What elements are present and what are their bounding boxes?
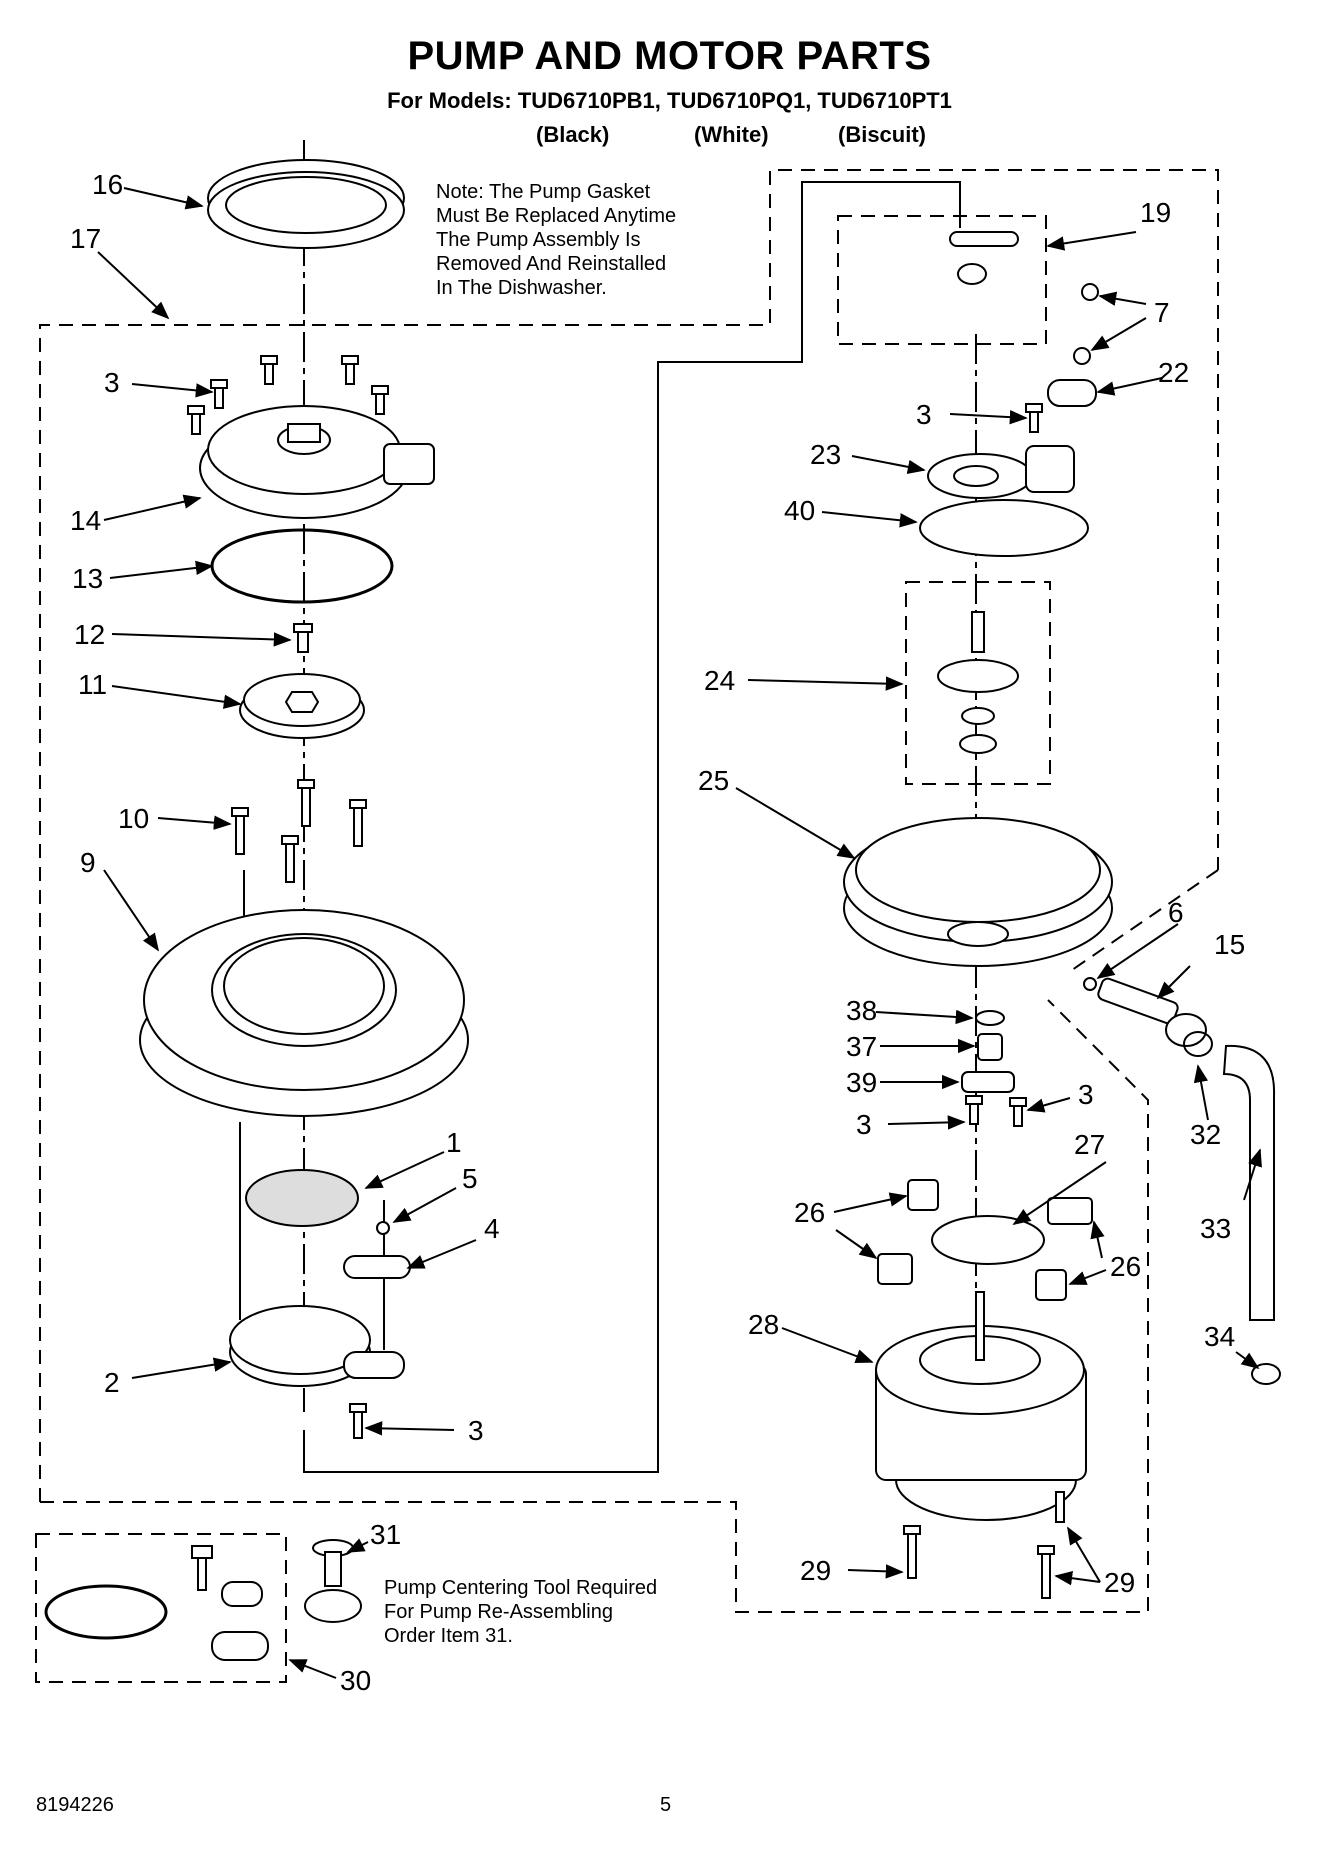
part-24-shaft-assembly xyxy=(937,611,1019,754)
color-biscuit: (Biscuit) xyxy=(838,122,926,147)
color-white: (White) xyxy=(694,122,769,147)
part-11-impeller xyxy=(239,673,365,739)
parts-kit-30 xyxy=(44,1539,362,1661)
callout-3-lower-left: 3 xyxy=(856,1109,872,1140)
callout-25: 25 xyxy=(698,765,729,796)
models-subtitle: For Models: TUD6710PB1, TUD6710PQ1, TUD6… xyxy=(387,88,952,113)
callout-28: 28 xyxy=(748,1309,779,1340)
part-9-pump-base xyxy=(139,909,469,1117)
part-2-housing-ring xyxy=(229,1305,405,1387)
callout-3-right: 3 xyxy=(916,399,932,430)
part-6-o-ring xyxy=(1083,977,1097,991)
callout-15: 15 xyxy=(1214,929,1245,960)
callout-26-right: 26 xyxy=(1110,1251,1141,1282)
part-4-seal xyxy=(343,1255,411,1279)
part-26-clips xyxy=(877,1179,1093,1301)
callout-2: 2 xyxy=(104,1367,120,1398)
part-33-hose xyxy=(1222,1044,1276,1321)
part-14-pump-housing xyxy=(199,405,435,519)
page-number: 5 xyxy=(660,1794,672,1816)
callout-14: 14 xyxy=(70,505,101,536)
callout-10: 10 xyxy=(118,803,149,834)
color-black: (Black) xyxy=(536,122,610,147)
callout-3-top: 3 xyxy=(104,367,120,398)
callout-34: 34 xyxy=(1204,1321,1235,1352)
callout-3-bottom: 3 xyxy=(468,1415,484,1446)
callout-5: 5 xyxy=(462,1163,478,1194)
part-31-centering-tool xyxy=(304,1539,362,1623)
callout-37: 37 xyxy=(846,1031,877,1062)
callout-39: 39 xyxy=(846,1067,877,1098)
centering-tool-note: Pump Centering Tool Required For Pump Re… xyxy=(384,1577,658,1647)
callout-17: 17 xyxy=(70,223,101,254)
callout-31: 31 xyxy=(370,1519,401,1550)
part-12-bolt xyxy=(293,623,313,653)
callout-29-left: 29 xyxy=(800,1555,831,1586)
part-3-screw-bottom xyxy=(349,1403,367,1439)
callout-33: 33 xyxy=(1200,1213,1231,1244)
part-16-gasket xyxy=(207,159,405,249)
callout-23: 23 xyxy=(810,439,841,470)
part-1-filter xyxy=(245,1169,359,1227)
callout-27: 27 xyxy=(1074,1129,1105,1160)
callout-32: 32 xyxy=(1190,1119,1221,1150)
part-19-spring xyxy=(949,231,1019,285)
callout-9: 9 xyxy=(80,847,96,878)
part-37-bushing xyxy=(977,1033,1003,1061)
document-number: 8194226 xyxy=(36,1794,114,1816)
callout-29-right: 29 xyxy=(1104,1567,1135,1598)
callout-4: 4 xyxy=(484,1213,500,1244)
callout-19: 19 xyxy=(1140,197,1171,228)
callout-26-left: 26 xyxy=(794,1197,825,1228)
part-3-screws-lower xyxy=(965,1095,1027,1127)
part-22-seal xyxy=(1047,379,1097,407)
callout-38: 38 xyxy=(846,995,877,1026)
page-title: PUMP AND MOTOR PARTS xyxy=(407,34,932,78)
part-27-plate xyxy=(931,1215,1045,1265)
part-7-ball-a xyxy=(1081,283,1099,301)
part-15-connector xyxy=(1097,977,1207,1047)
part-25-pump-body xyxy=(843,817,1113,967)
callout-7: 7 xyxy=(1154,297,1170,328)
pump-assembly-boundary xyxy=(39,169,1219,1502)
callout-13: 13 xyxy=(72,563,103,594)
part-40-gasket xyxy=(919,499,1089,557)
gasket-note: Note: The Pump Gasket Must Be Replaced A… xyxy=(436,181,677,299)
part-32-clamp xyxy=(1183,1031,1213,1057)
item-24-group xyxy=(905,581,1051,785)
item-30-kit xyxy=(35,1533,287,1683)
callout-24: 24 xyxy=(704,665,735,696)
part-3-screw-right xyxy=(1025,403,1043,433)
assembly-boundaries xyxy=(35,169,1219,1683)
item-19-group xyxy=(837,215,1047,345)
part-13-o-ring xyxy=(210,528,394,604)
callout-11: 11 xyxy=(78,669,107,700)
callout-6: 6 xyxy=(1168,897,1184,928)
callout-numbers: 16 17 3 14 13 12 11 10 9 1 5 4 2 3 19 7 … xyxy=(70,169,1245,1696)
parts-right xyxy=(843,231,1281,1599)
part-38-washer xyxy=(975,1010,1005,1026)
part-28-motor xyxy=(875,1291,1087,1521)
callout-30: 30 xyxy=(340,1665,371,1696)
part-23-cover xyxy=(927,445,1075,499)
screws-3-top xyxy=(187,355,389,435)
callout-40: 40 xyxy=(784,495,815,526)
callout-16: 16 xyxy=(92,169,123,200)
part-5-ball xyxy=(376,1221,390,1235)
callout-12: 12 xyxy=(74,619,105,650)
callout-3-lower-right: 3 xyxy=(1078,1079,1094,1110)
part-29-screws xyxy=(903,1491,1065,1599)
callout-1: 1 xyxy=(446,1127,462,1158)
callout-22: 22 xyxy=(1158,357,1189,388)
part-7-ball-b xyxy=(1073,347,1091,365)
leader-arrows xyxy=(97,187,1262,1679)
screws-10 xyxy=(231,779,367,883)
motor-assembly-boundary xyxy=(40,999,1149,1613)
parts-left xyxy=(139,159,469,1439)
part-39-bracket xyxy=(961,1071,1015,1093)
